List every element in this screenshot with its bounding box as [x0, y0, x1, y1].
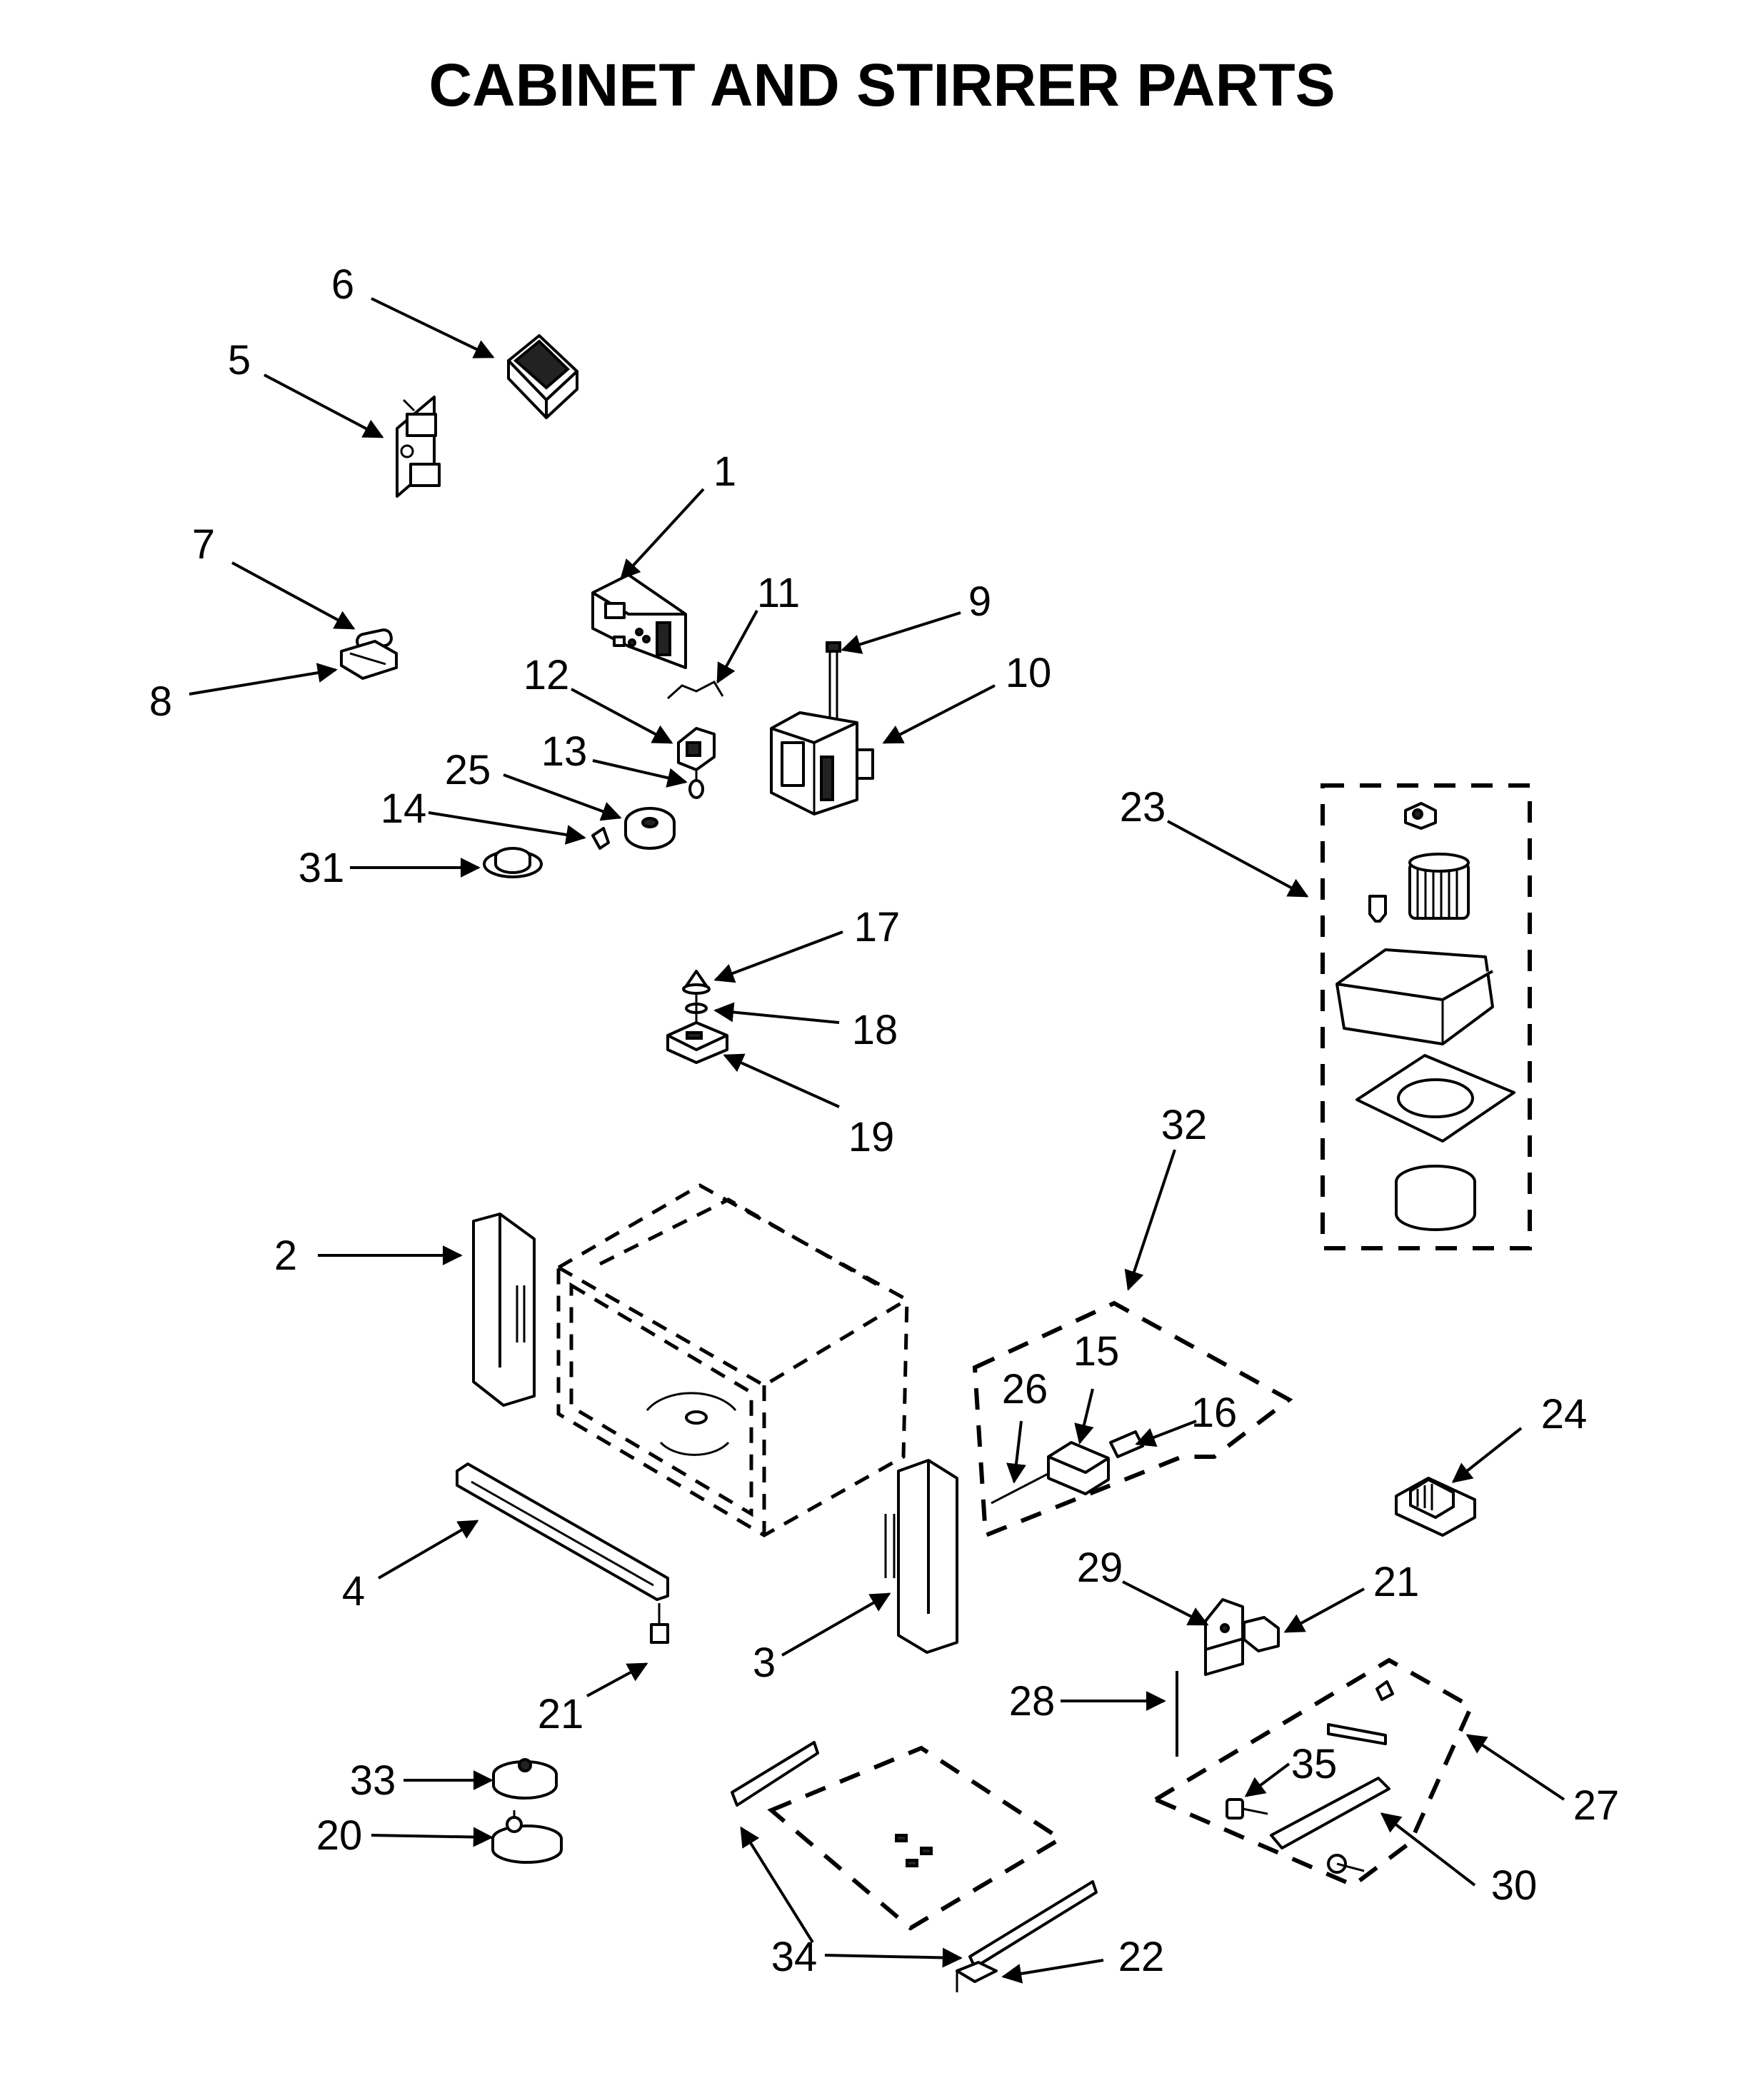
part-2-side-panel [472, 1213, 536, 1407]
part-30-hinge-arm [1270, 1680, 1394, 1874]
callout-19: 19 [848, 1114, 895, 1160]
callout-22: 22 [1118, 1934, 1165, 1980]
part-35-screw [1226, 1798, 1268, 1820]
callout-26: 26 [1002, 1366, 1048, 1412]
part-33-stirrer-motor [492, 1758, 558, 1800]
part-23-stirrer-assembly [1321, 783, 1532, 1250]
part-26-rod [991, 1470, 1054, 1505]
part-12-switch [677, 727, 716, 771]
callout-11: 11 [757, 570, 800, 616]
callout-23: 23 [1120, 784, 1166, 830]
callout-13: 13 [541, 728, 588, 775]
diagram-title: CABINET AND STIRRER PARTS [429, 51, 1335, 119]
callout-20: 20 [316, 1812, 363, 1859]
callout-10: 10 [1006, 650, 1052, 696]
callout-12: 12 [523, 652, 570, 698]
part-8-fuse-holder [340, 640, 398, 680]
callout-5: 5 [228, 337, 251, 383]
part-10-transformer [770, 711, 874, 815]
callout-7: 7 [192, 521, 215, 568]
callout-3: 3 [753, 1640, 776, 1686]
callout-33: 33 [350, 1757, 396, 1804]
callout-29: 29 [1077, 1545, 1123, 1591]
callout-15: 15 [1073, 1328, 1120, 1375]
part-3-side-panel [884, 1459, 958, 1654]
callout-21-left: 21 [538, 1691, 584, 1737]
part-4-front-rail [456, 1462, 669, 1601]
callout-21-right: 21 [1373, 1559, 1420, 1605]
callout-14: 14 [381, 785, 427, 832]
part-9-wire-lead [826, 641, 841, 721]
part-13-fastener [688, 771, 704, 799]
callout-16: 16 [1191, 1390, 1238, 1436]
cabinet-body [556, 1183, 909, 1537]
part-19-bracket [666, 1021, 728, 1064]
callout-17: 17 [854, 904, 901, 950]
part-24-terminal-block [1395, 1477, 1476, 1537]
part-27-hinge-assembly [1151, 1657, 1474, 1888]
callout-32: 32 [1161, 1102, 1208, 1148]
part-34-floor-rails [731, 1741, 1098, 1969]
part-15-sensor [1047, 1441, 1110, 1495]
callout-30: 30 [1491, 1862, 1538, 1909]
callout-4: 4 [342, 1568, 365, 1615]
callout-18: 18 [852, 1007, 898, 1053]
callout-8: 8 [149, 678, 172, 725]
callout-2: 2 [274, 1233, 297, 1279]
callout-24: 24 [1541, 1391, 1588, 1437]
part-32-sensor-assembly [972, 1300, 1293, 1539]
part-25-ferrite-core [624, 807, 676, 850]
part-11-wire [666, 681, 724, 700]
callout-31: 31 [299, 845, 345, 891]
callout-1: 1 [713, 448, 736, 495]
part-20-turntable-motor [491, 1810, 563, 1864]
callout-27: 27 [1573, 1782, 1620, 1829]
callout-labels: 1 2 3 4 5 6 7 8 9 10 11 12 13 14 15 16 1… [149, 261, 1619, 1980]
callout-34: 34 [771, 1934, 818, 1980]
part-1-control-board [591, 573, 687, 669]
callout-6: 6 [331, 261, 354, 308]
part-21-screw-left [650, 1603, 669, 1644]
part-21-screw-right [1243, 1616, 1280, 1652]
callout-25: 25 [445, 747, 491, 793]
part-29-hinge-bracket [1204, 1598, 1244, 1676]
part-22-clip [956, 1961, 998, 1992]
leader-lines [189, 297, 1565, 1984]
part-17-stirrer-cap [682, 970, 711, 995]
callout-28: 28 [1009, 1678, 1056, 1725]
part-6-relay-cover [507, 334, 578, 419]
callout-35: 35 [1291, 1741, 1338, 1787]
part-18-washer [685, 994, 708, 1035]
part-5-relay-board [396, 396, 441, 498]
part-31-thermal-cutout [483, 847, 543, 878]
callout-9: 9 [968, 578, 991, 625]
part-14-clip [591, 827, 610, 850]
